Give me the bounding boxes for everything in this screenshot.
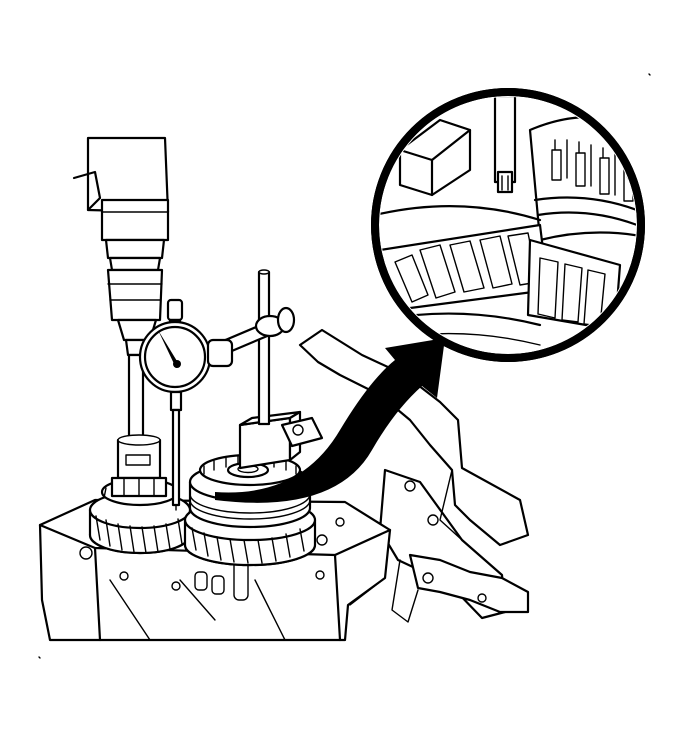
synchronizer-assembly [183, 453, 317, 567]
socket-adapter [110, 353, 168, 498]
detail-magnifier-circle [371, 88, 645, 362]
dial-needle [158, 330, 180, 368]
dial-indicator [138, 298, 234, 511]
indicator-stand [214, 269, 324, 470]
cluster-gear [88, 477, 192, 555]
direction-arrow [215, 338, 445, 503]
drill-motor [72, 136, 170, 272]
stray-mark [648, 73, 651, 76]
holding-fixture [298, 328, 530, 623]
stray-mark [38, 656, 41, 659]
